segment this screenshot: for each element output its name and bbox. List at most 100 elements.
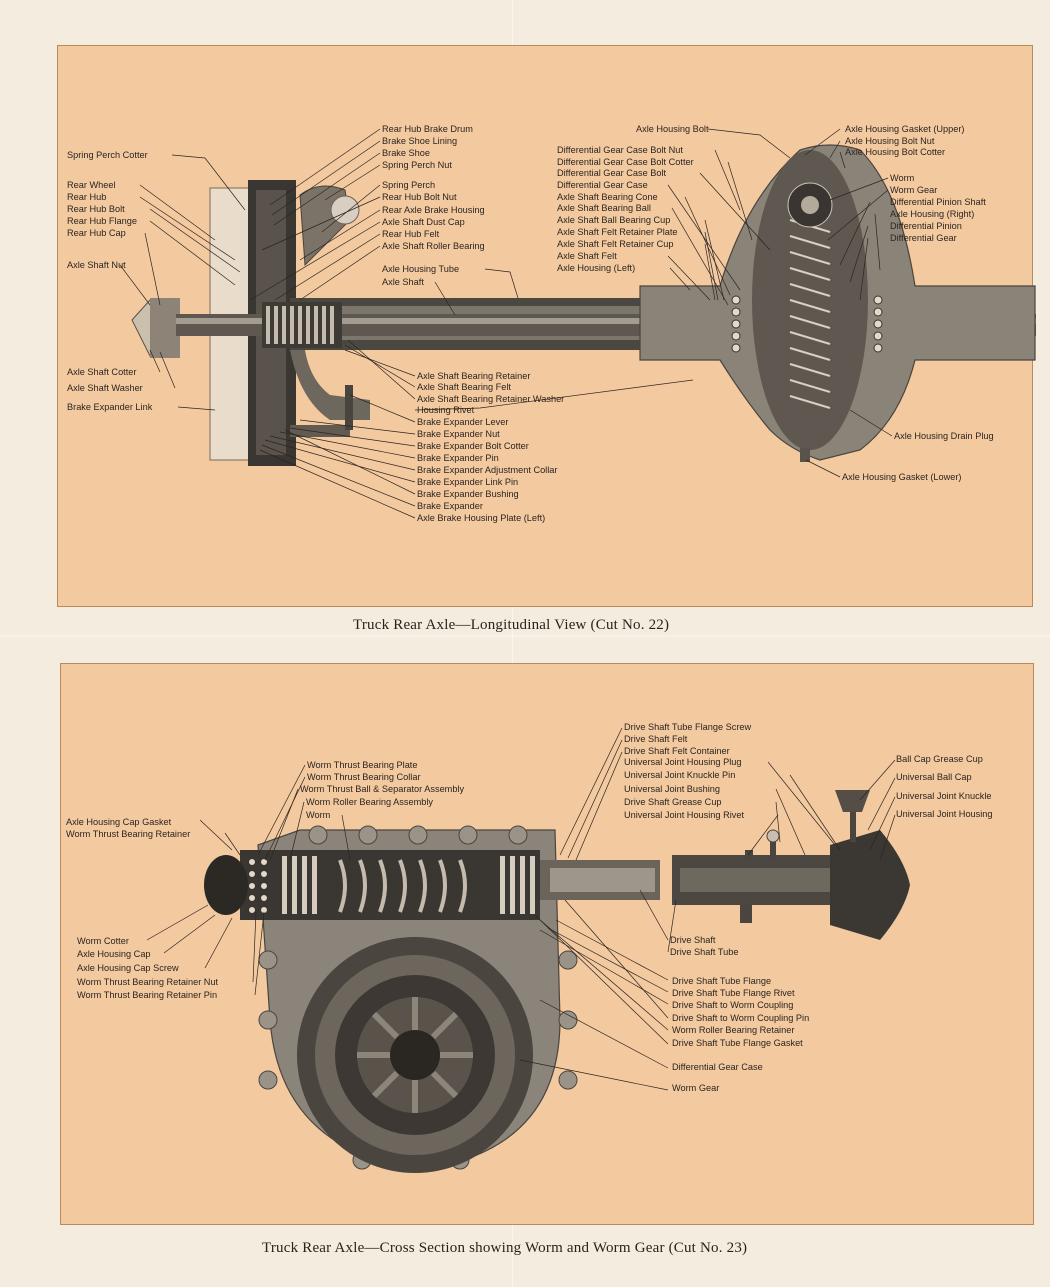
label-axle-shaft-dust-cap: Axle Shaft Dust Cap [382, 217, 465, 227]
label-drive-shaft-felt-container: Drive Shaft Felt Container [624, 746, 730, 756]
label-axle-housing-cap-screw: Axle Housing Cap Screw [77, 963, 179, 973]
label-axle-brake-housing-plate-left: Axle Brake Housing Plate (Left) [417, 513, 546, 523]
label-worm-thrust-bearing-plate: Worm Thrust Bearing Plate [307, 760, 418, 770]
label-axle-housing-drain-plug: Axle Housing Drain Plug [894, 431, 994, 441]
figure2-caption: Truck Rear Axle—Cross Section showing Wo… [262, 1240, 748, 1256]
label-worm-thrust-bearing-retainer-pin: Worm Thrust Bearing Retainer Pin [77, 990, 218, 1000]
label-spring-perch: Spring Perch [382, 180, 436, 190]
label-axle-shaft-felt: Axle Shaft Felt [557, 251, 617, 261]
label-housing-rivet: Housing Rivet [417, 405, 475, 415]
label-axle-housing-tube: Axle Housing Tube [382, 264, 460, 274]
label-axle-shaft-washer: Axle Shaft Washer [67, 383, 143, 393]
label-rear-hub-bolt: Rear Hub Bolt [67, 204, 125, 214]
label-brake-expander-nut: Brake Expander Nut [417, 429, 500, 439]
label-rear-axle-brake-housing: Rear Axle Brake Housing [382, 205, 485, 215]
label-axle-housing-bolt-nut: Axle Housing Bolt Nut [845, 136, 935, 146]
label-brake-expander-link-pin: Brake Expander Link Pin [417, 477, 519, 487]
label-spring-perch-nut: Spring Perch Nut [382, 160, 452, 170]
label-axle-shaft-bearing-ball: Axle Shaft Bearing Ball [557, 203, 651, 213]
label-drive-shaft-tube: Drive Shaft Tube [670, 947, 739, 957]
worm-thread-shape [338, 859, 467, 913]
label-rear-hub-felt: Rear Hub Felt [382, 229, 440, 239]
label-worm-thrust-ball-separator-assembly: Worm Thrust Ball & Separator Assembly [300, 784, 465, 794]
label-drive-shaft-tube-flange-screw: Drive Shaft Tube Flange Screw [624, 722, 752, 732]
label-axle-shaft-cotter: Axle Shaft Cotter [67, 367, 137, 377]
label-worm: Worm [890, 173, 915, 183]
universal-joint-housing-shape [830, 830, 910, 940]
label-worm: Worm [306, 810, 331, 820]
label-drive-shaft-grease-cup: Drive Shaft Grease Cup [624, 797, 722, 807]
label-spring-perch-cotter: Spring Perch Cotter [67, 150, 148, 160]
label-worm-roller-bearing-retainer: Worm Roller Bearing Retainer [672, 1025, 795, 1035]
label-axle-shaft-bearing-cone: Axle Shaft Bearing Cone [557, 192, 658, 202]
label-worm-thrust-bearing-collar: Worm Thrust Bearing Collar [307, 772, 421, 782]
label-rear-hub: Rear Hub [67, 192, 107, 202]
label-universal-joint-knuckle-pin: Universal Joint Knuckle Pin [624, 770, 736, 780]
label-brake-shoe: Brake Shoe [382, 148, 431, 158]
label-universal-joint-housing: Universal Joint Housing [896, 809, 993, 819]
label-differential-pinion-shaft: Differential Pinion Shaft [890, 197, 986, 207]
label-rear-hub-bolt-nut: Rear Hub Bolt Nut [382, 192, 457, 202]
label-ball-cap-grease-cup: Ball Cap Grease Cup [896, 754, 983, 764]
figure1-caption: Truck Rear Axle—Longitudinal View (Cut N… [353, 617, 670, 633]
label-drive-shaft-to-worm-coupling: Drive Shaft to Worm Coupling [672, 1000, 794, 1010]
label-brake-expander-bolt-cotter: Brake Expander Bolt Cotter [417, 441, 529, 451]
label-diff-gear-case: Differential Gear Case [557, 180, 648, 190]
label-worm-cotter: Worm Cotter [77, 936, 129, 946]
ball-cap-grease-cup-shape [835, 790, 870, 812]
label-universal-ball-cap: Universal Ball Cap [896, 772, 972, 782]
label-axle-housing-gasket-lower: Axle Housing Gasket (Lower) [842, 472, 962, 482]
label-rear-hub-brake-drum: Rear Hub Brake Drum [382, 124, 473, 134]
label-axle-housing-bolt-cotter: Axle Housing Bolt Cotter [845, 147, 946, 157]
label-brake-expander-bushing: Brake Expander Bushing [417, 489, 519, 499]
label-rear-wheel: Rear Wheel [67, 180, 116, 190]
label-brake-expander: Brake Expander [417, 501, 483, 511]
label-brake-expander-lever: Brake Expander Lever [417, 417, 509, 427]
label-axle-shaft: Axle Shaft [382, 277, 424, 287]
label-brake-expander-link: Brake Expander Link [67, 402, 153, 412]
label-differential-gear: Differential Gear [890, 233, 957, 243]
drive-shaft-grease-cup-shape [770, 838, 776, 860]
label-axle-shaft-bearing-retainer: Axle Shaft Bearing Retainer [417, 371, 531, 381]
label-drive-shaft-tube-flange-rivet: Drive Shaft Tube Flange Rivet [672, 988, 795, 998]
label-axle-shaft-nut: Axle Shaft Nut [67, 260, 126, 270]
label-drive-shaft-to-worm-coupling-pin: Drive Shaft to Worm Coupling Pin [672, 1013, 810, 1023]
label-axle-housing-bolt: Axle Housing Bolt [636, 124, 709, 134]
label-axle-housing-gasket-upper: Axle Housing Gasket (Upper) [845, 124, 965, 134]
label-axle-shaft-ball-bearing-cup: Axle Shaft Ball Bearing Cup [557, 215, 671, 225]
label-universal-joint-housing-plug: Universal Joint Housing Plug [624, 757, 742, 767]
label-differential-gear-case: Differential Gear Case [672, 1062, 763, 1072]
label-differential-pinion: Differential Pinion [890, 221, 962, 231]
worm-gear-shape [789, 219, 831, 409]
label-worm-thrust-bearing-retainer: Worm Thrust Bearing Retainer [66, 829, 191, 839]
label-universal-joint-housing-rivet: Universal Joint Housing Rivet [624, 810, 744, 820]
label-brake-shoe-lining: Brake Shoe Lining [382, 136, 458, 146]
roller-bearing-shape [262, 302, 342, 348]
page-fold-horizontal [0, 635, 1050, 637]
label-brake-expander-pin: Brake Expander Pin [417, 453, 499, 463]
label-diff-gear-case-bolt-cotter: Differential Gear Case Bolt Cotter [557, 157, 694, 167]
label-axle-shaft-bearing-retainer-washer: Axle Shaft Bearing Retainer Washer [417, 394, 565, 404]
label-rear-hub-flange: Rear Hub Flange [67, 216, 137, 226]
label-axle-housing-cap: Axle Housing Cap [77, 949, 151, 959]
label-brake-expander-adjustment-collar: Brake Expander Adjustment Collar [417, 465, 558, 475]
label-drive-shaft: Drive Shaft [670, 935, 716, 945]
label-universal-joint-knuckle: Universal Joint Knuckle [896, 791, 992, 801]
label-drive-shaft-felt: Drive Shaft Felt [624, 734, 688, 744]
label-worm-gear: Worm Gear [672, 1083, 720, 1093]
label-axle-housing-cap-gasket: Axle Housing Cap Gasket [66, 817, 172, 827]
worm-shaft-shape [240, 850, 540, 920]
label-diff-gear-case-bolt-nut: Differential Gear Case Bolt Nut [557, 145, 683, 155]
label-drive-shaft-tube-flange-gasket: Drive Shaft Tube Flange Gasket [672, 1038, 803, 1048]
label-worm-thrust-bearing-retainer-nut: Worm Thrust Bearing Retainer Nut [77, 977, 219, 987]
label-axle-housing-right: Axle Housing (Right) [890, 209, 975, 219]
label-drive-shaft-tube-flange: Drive Shaft Tube Flange [672, 976, 772, 986]
label-axle-shaft-bearing-felt: Axle Shaft Bearing Felt [417, 382, 511, 392]
label-axle-shaft-roller-bearing: Axle Shaft Roller Bearing [382, 241, 485, 251]
label-axle-shaft-felt-retainer-plate: Axle Shaft Felt Retainer Plate [557, 227, 678, 237]
label-diff-gear-case-bolt: Differential Gear Case Bolt [557, 168, 667, 178]
page-fold-vertical [512, 0, 513, 1287]
